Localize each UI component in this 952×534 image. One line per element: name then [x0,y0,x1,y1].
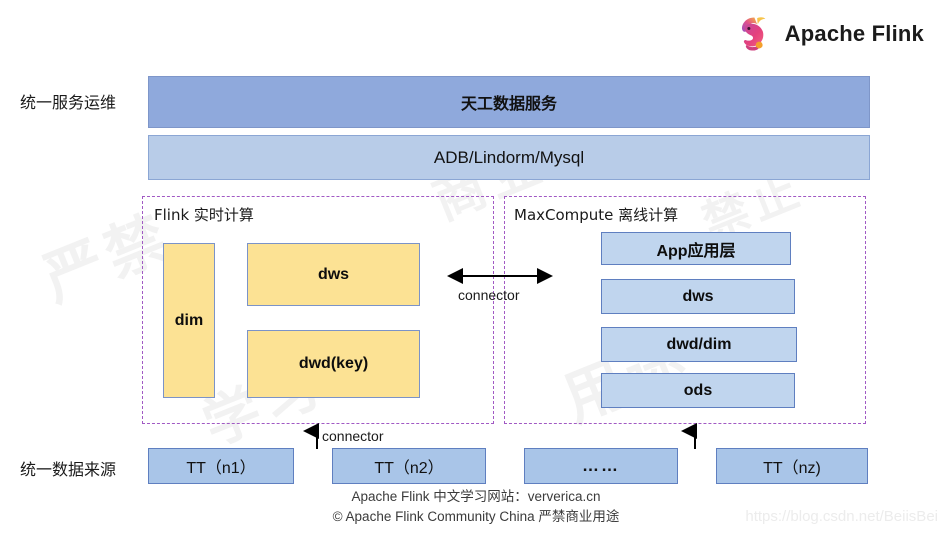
brand-header: Apache Flink [731,12,924,56]
source-box-tt-n1[interactable]: TT（n1） [148,448,294,484]
connector-vertical-label: connector [322,428,384,444]
connector-vertical-arrow-maxcompute-icon [681,423,697,449]
footer-line-1: Apache Flink 中文学习网站：ververica.cn [351,489,601,504]
maxcompute-box-ods[interactable]: ods [601,373,795,408]
service-bar-tiangong[interactable]: 天工数据服务 [148,76,870,128]
footer-line-2: © Apache Flink Community China 严禁商业用途 [332,508,620,524]
source-box-ellipsis[interactable]: …… [524,448,678,484]
footer-credit: Apache Flink 中文学习网站：ververica.cn © Apach… [0,487,952,526]
connector-horizontal-label: connector [458,287,520,303]
flink-box-dim[interactable]: dim [163,243,215,398]
source-box-tt-n2[interactable]: TT（n2） [332,448,486,484]
connector-vertical-arrow-flink-icon [303,423,319,449]
maxcompute-group-title: MaxCompute 离线计算 [514,206,679,224]
row-label-data-source: 统一数据来源 [20,460,117,479]
brand-name: Apache Flink [784,21,924,46]
connector-horizontal-arrow-icon [447,268,553,284]
row-label-service-ops: 统一服务运维 [20,93,117,112]
maxcompute-box-dws[interactable]: dws [601,279,795,314]
flink-box-dws[interactable]: dws [247,243,420,306]
maxcompute-box-dwd-dim[interactable]: dwd/dim [601,327,797,362]
csdn-watermark: https://blog.csdn.net/BeiisBei [745,508,938,525]
flink-group-title: Flink 实时计算 [154,206,254,224]
source-box-tt-nz[interactable]: TT（nz) [716,448,868,484]
service-bar-storage[interactable]: ADB/Lindorm/Mysql [148,135,870,180]
flink-squirrel-logo-icon [731,12,775,56]
maxcompute-box-app[interactable]: App应用层 [601,232,791,265]
flink-box-dwd-key[interactable]: dwd(key) [247,330,420,398]
